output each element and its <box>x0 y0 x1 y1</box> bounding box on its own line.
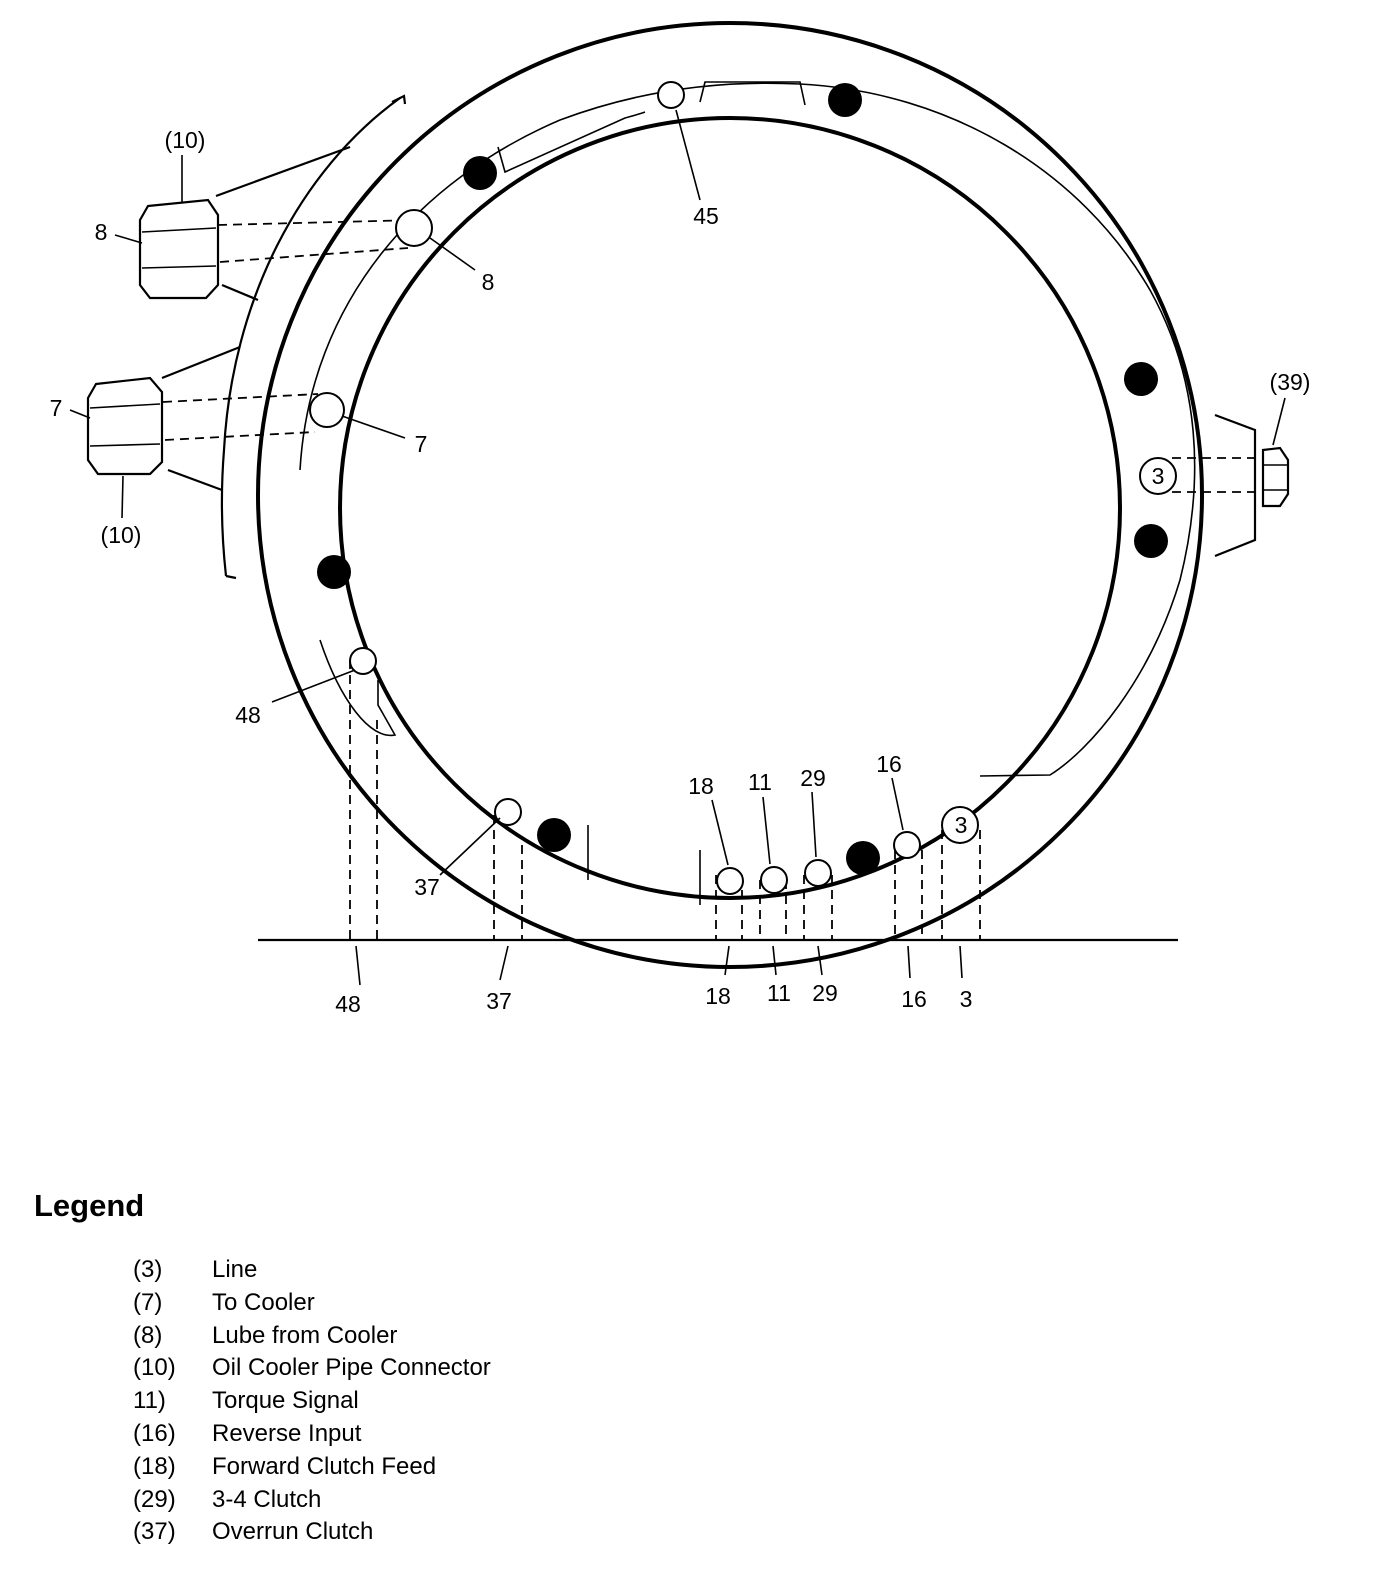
legend-list: (3) Line (7) To Cooler (8) Lube from Cooler… <box>133 1254 491 1549</box>
left-outer-arc <box>220 97 401 577</box>
pump-body-passage-diagram: (10) 8 8 45 7 7 (10) (39) 3 48 18 11 29 … <box>50 21 1311 1017</box>
legend-item: (29) 3-4 Clutch <box>133 1484 491 1517</box>
legend-code: (10) <box>133 1354 176 1382</box>
legend-item: (37) Overrun Clutch <box>133 1516 491 1549</box>
legend-label: Lube from Cooler <box>212 1321 398 1349</box>
legend-item: (8) Lube from Cooler <box>133 1320 491 1353</box>
callout-16-lower: 16 <box>901 986 927 1012</box>
callout-11-lower: 11 <box>767 980 791 1006</box>
callout-10-bottom: (10) <box>101 522 142 548</box>
lower-cooler-connector-hex <box>86 376 164 476</box>
legend-code: 11) <box>133 1387 166 1415</box>
callout-18-lower: 18 <box>705 983 731 1009</box>
fluid-passage-channel <box>299 82 1196 777</box>
legend-label: Line <box>212 1256 258 1283</box>
right-flange <box>1214 413 1257 558</box>
ring-outer-edge <box>256 21 1204 969</box>
legend-label: To Cooler <box>212 1288 315 1316</box>
legend-title: Legend <box>34 1188 145 1223</box>
legend-item: (7) To Cooler <box>133 1287 491 1320</box>
fluid-ports <box>309 81 1177 895</box>
callout-labels: (10) 8 8 45 7 7 (10) (39) 3 48 18 11 29 … <box>50 127 1311 1017</box>
legend-label: Reverse Input <box>212 1419 362 1447</box>
callout-45: 45 <box>693 203 719 229</box>
ring-inner-edge <box>338 116 1122 900</box>
legend-code: (3) <box>133 1256 163 1283</box>
callout-16-upper: 16 <box>876 751 902 777</box>
legend-item: (3) Line <box>133 1254 491 1287</box>
legend-label: 3-4 Clutch <box>212 1485 322 1513</box>
legend-code: (7) <box>133 1288 163 1316</box>
callout-8-inner: 8 <box>482 269 495 295</box>
callout-10-top: (10) <box>165 127 206 153</box>
legend-code: (8) <box>133 1321 163 1349</box>
callout-3-upper: 3 <box>955 812 968 838</box>
callout-3-port: 3 <box>1152 463 1165 489</box>
legend-item: (16) Reverse Input <box>133 1418 491 1451</box>
legend-code: (37) <box>133 1518 176 1546</box>
callout-37-lower: 37 <box>486 988 512 1014</box>
callout-29-upper: 29 <box>800 765 826 791</box>
legend-label: Forward Clutch Feed <box>212 1452 437 1480</box>
callout-18-upper: 18 <box>688 773 714 799</box>
line-pressure-plug-hex <box>1261 446 1290 508</box>
callout-7-inner: 7 <box>415 431 428 457</box>
callout-37-upper: 37 <box>414 874 440 900</box>
callout-48-lower: 48 <box>335 991 361 1017</box>
leader-lines <box>69 109 1286 986</box>
callout-39: (39) <box>1270 369 1311 395</box>
callout-8-outer: 8 <box>95 219 108 245</box>
legend-item: (18) Forward Clutch Feed <box>133 1451 491 1484</box>
legend-label: Oil Cooler Pipe Connector <box>212 1354 491 1382</box>
bolt-holes <box>317 83 1168 875</box>
projection-lines <box>162 219 1262 940</box>
lower-left-flange <box>161 345 241 492</box>
callout-48-upper: 48 <box>235 702 261 728</box>
legend-label: Overrun Clutch <box>212 1518 374 1546</box>
legend-code: (16) <box>133 1419 176 1447</box>
callout-29-lower: 29 <box>812 980 838 1006</box>
callout-11-upper: 11 <box>748 769 772 795</box>
callout-7-outer: 7 <box>50 395 63 421</box>
legend-item: 11) Torque Signal <box>133 1385 491 1418</box>
upper-cooler-connector-hex <box>138 198 220 300</box>
legend-code: (29) <box>133 1485 176 1513</box>
legend-item: (10) Oil Cooler Pipe Connector <box>133 1352 491 1385</box>
legend-label: Torque Signal <box>212 1387 359 1415</box>
legend-code: (18) <box>133 1452 176 1480</box>
callout-3-lower: 3 <box>960 986 973 1012</box>
upper-left-flange <box>215 145 351 302</box>
